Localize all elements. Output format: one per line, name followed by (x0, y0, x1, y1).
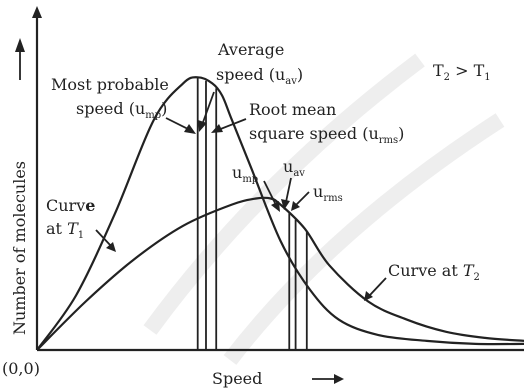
t2-urms-label: urms (313, 182, 343, 204)
average-label-line1: Average (217, 40, 284, 59)
rms-label-line1: Root mean (249, 100, 336, 119)
t2-uav-pointer (285, 177, 292, 203)
rms-label-line2: square speed (urms) (249, 124, 404, 146)
most-probable-arrow-icon (184, 124, 196, 134)
most-probable-label-line2: speed (ump) (76, 99, 167, 121)
average-arrow-icon (198, 120, 207, 132)
condition-label: T2 > T1 (433, 61, 491, 83)
t2-ump-pointer (263, 180, 277, 206)
t2-uav-label: uav (283, 157, 305, 179)
most-probable-label-line1: Most probable (51, 75, 169, 94)
y-axis-label: Number of molecules (10, 161, 29, 335)
curve-t2-label: Curve at T2 (388, 261, 480, 283)
t2-urms-pointer (295, 191, 310, 206)
t2-ump-arrow-icon (271, 201, 280, 212)
y-label-arrow-icon (15, 38, 25, 52)
watermark (143, 53, 505, 365)
curve-t2-pointer (369, 277, 387, 296)
average-pointer (201, 91, 215, 126)
origin-label: (0,0) (2, 359, 40, 378)
x-axis-label: Speed (212, 369, 262, 388)
curve-t1-label-line1: Curve (46, 196, 95, 215)
curve-t1-pointer (95, 229, 112, 247)
curve-t1-arrow-icon (106, 242, 116, 252)
t2-uav-arrow-icon (281, 199, 290, 210)
average-label-line2: speed (uav) (216, 65, 303, 87)
rms-arrow-icon (211, 124, 223, 133)
t2-ump-label: ump (232, 163, 258, 185)
x-label-arrow-icon (334, 374, 344, 384)
t2-urms-arrow-icon (291, 201, 300, 211)
curve-t2-arrow-icon (364, 291, 373, 301)
rms-pointer (217, 118, 247, 131)
curve-t2-line (36, 196, 524, 351)
curve-t1-label-line2: at T1 (46, 219, 84, 241)
y-axis-arrow-icon (32, 6, 42, 18)
most-probable-pointer (165, 117, 191, 131)
curve-t1-line (36, 76, 524, 351)
